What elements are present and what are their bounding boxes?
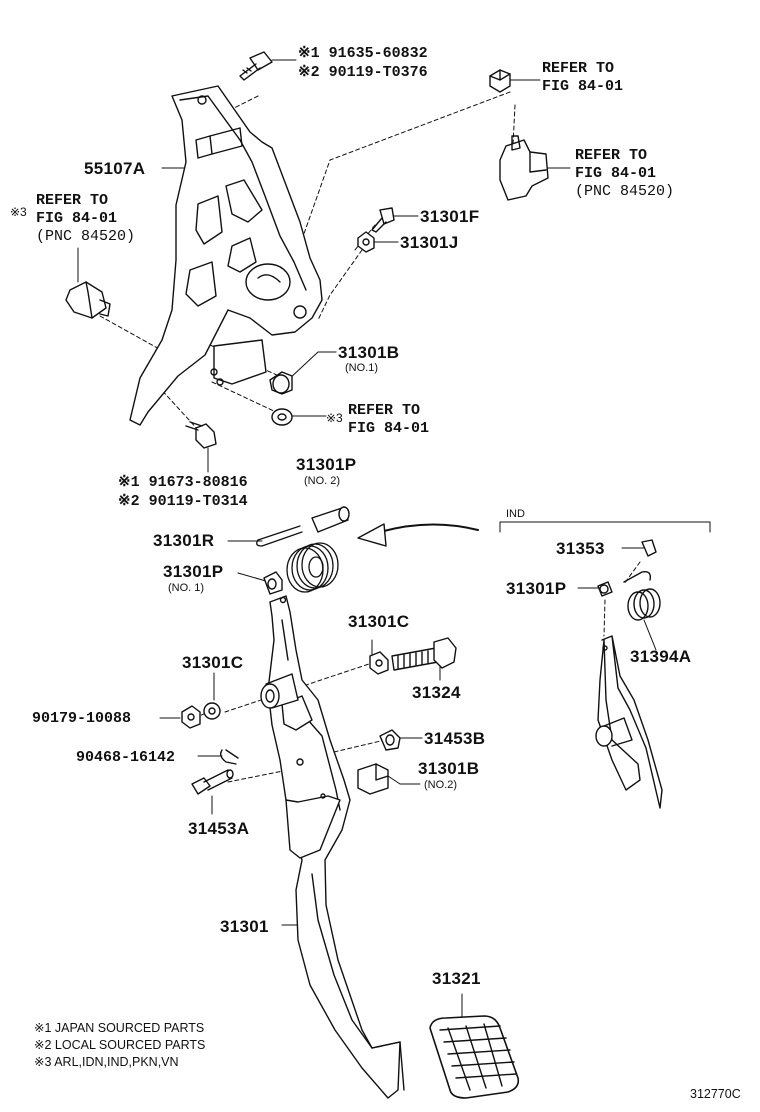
nut-90179 <box>181 705 201 729</box>
ref-left-line-1: REFER TO <box>36 192 109 209</box>
ref-top-line-1: REFER TO <box>542 60 615 77</box>
label-31321: 31321 <box>432 969 481 988</box>
collar-31301P-no1 <box>263 571 283 595</box>
footnote-1: ※1 JAPAN SOURCED PARTS <box>34 1021 205 1035</box>
bushing-31453B <box>379 729 401 751</box>
bushing-31301C-left <box>203 702 221 720</box>
label-31453B: 31453B <box>424 729 486 748</box>
pedal-pad-31321 <box>429 1015 520 1099</box>
label-31301P-ind: 31301P <box>506 579 567 598</box>
label-31453A: 31453A <box>188 819 250 838</box>
bolt-bottom-part-2: ※2 90119-T0314 <box>118 493 248 510</box>
bolt-bottom <box>185 421 217 449</box>
bushing-31301B-no1 <box>269 371 293 395</box>
cushion-31301B-no2 <box>357 763 389 795</box>
pedal-bracket <box>129 85 323 426</box>
ref-left-note-mark: ※3 <box>10 205 27 219</box>
ref-switch-line-3: (PNC 84520) <box>575 183 675 200</box>
nut-31301J <box>357 231 375 253</box>
bolt-31301F <box>371 207 395 233</box>
label-31394A: 31394A <box>630 647 692 666</box>
label-31301B-no2: 31301B <box>418 759 480 778</box>
label-90179-10088: 90179-10088 <box>32 710 132 727</box>
direction-arrow <box>357 523 479 547</box>
label-31301J: 31301J <box>400 233 459 252</box>
label-31301P-no1: 31301P <box>163 562 224 581</box>
label-31301R: 31301R <box>153 531 215 550</box>
ref-mid-line-1: REFER TO <box>348 402 421 419</box>
label-31353: 31353 <box>556 539 605 558</box>
bolt-top-part-2: ※2 90119-T0376 <box>298 64 428 81</box>
bolt-top-part-1: ※1 91635-60832 <box>298 45 428 62</box>
label-31301F: 31301F <box>420 207 480 226</box>
label-ind: IND <box>506 508 525 520</box>
label-31301B-no2-sub: (NO.2) <box>424 779 457 791</box>
label-31324: 31324 <box>412 683 461 702</box>
ref-switch-line-1: REFER TO <box>575 147 648 164</box>
clip-90468 <box>219 749 239 765</box>
label-31301P-no2: 31301P <box>296 455 357 474</box>
label-31301C-left: 31301C <box>182 653 244 672</box>
figure-number: 312770C <box>690 1087 741 1101</box>
label-31301: 31301 <box>220 917 269 936</box>
stop-lamp-switch <box>489 69 549 201</box>
bolt-bottom-part-1: ※1 91673-80816 <box>118 474 248 491</box>
pin-31453A <box>191 769 234 795</box>
ref-left-line-2: FIG 84-01 <box>36 210 118 227</box>
label-31301P-no1-sub: (NO. 1) <box>168 582 205 594</box>
pedal-arm <box>260 595 405 1099</box>
label-55107A: 55107A <box>84 159 146 178</box>
bolt-top <box>239 51 273 81</box>
label-31301P-no2-sub: (NO. 2) <box>304 475 341 487</box>
label-31301B-no1: 31301B <box>338 343 400 362</box>
ref-mid-line-2: FIG 84-01 <box>348 420 430 437</box>
nut-ref-mid <box>271 408 293 426</box>
left-switch <box>65 281 111 319</box>
ref-switch-line-2: FIG 84-01 <box>575 165 657 182</box>
return-spring-31301R <box>256 525 339 593</box>
footnote-3: ※3 ARL,IDN,IND,PKN,VN <box>34 1055 179 1069</box>
footnote-2: ※2 LOCAL SOURCED PARTS <box>34 1038 206 1052</box>
label-90468-16142: 90468-16142 <box>76 749 176 766</box>
ref-left-line-3: (PNC 84520) <box>36 228 136 245</box>
label-31301C-right: 31301C <box>348 612 410 631</box>
ind-variant <box>595 539 663 809</box>
collar-31301P-no2 <box>311 506 350 533</box>
ind-bracket <box>499 521 711 533</box>
label-31301B-no1-sub: (NO.1) <box>345 362 378 374</box>
ref-mid-note-mark: ※3 <box>326 411 343 425</box>
nut-31301C-right <box>369 651 389 675</box>
bolt-31324 <box>391 637 457 671</box>
ref-top-line-2: FIG 84-01 <box>542 78 624 95</box>
